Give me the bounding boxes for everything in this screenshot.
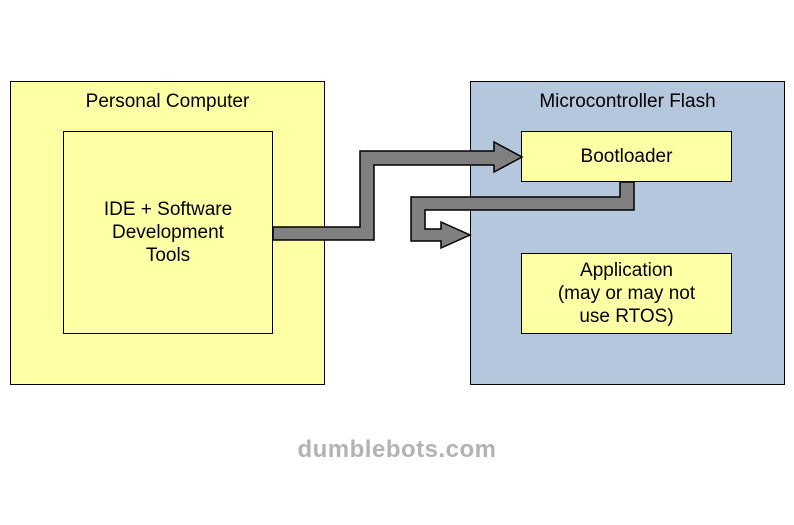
personal-computer-title: Personal Computer [85, 91, 250, 112]
ide-to-bootloader-arrow [272, 140, 524, 241]
ide-tools-box [63, 131, 273, 334]
application-label: Application (may or may not use RTOS) [557, 260, 696, 327]
bootloader-to-application-arrow [410, 181, 635, 250]
microcontroller-flash-title: Microcontroller Flash [539, 91, 716, 112]
ide-tools-label: IDE + Software Development Tools [103, 199, 233, 266]
watermark: dumblebots.com [297, 436, 497, 463]
bootloader-label: Bootloader [580, 146, 673, 167]
application-box [521, 253, 732, 334]
bootloader-box [521, 131, 732, 182]
